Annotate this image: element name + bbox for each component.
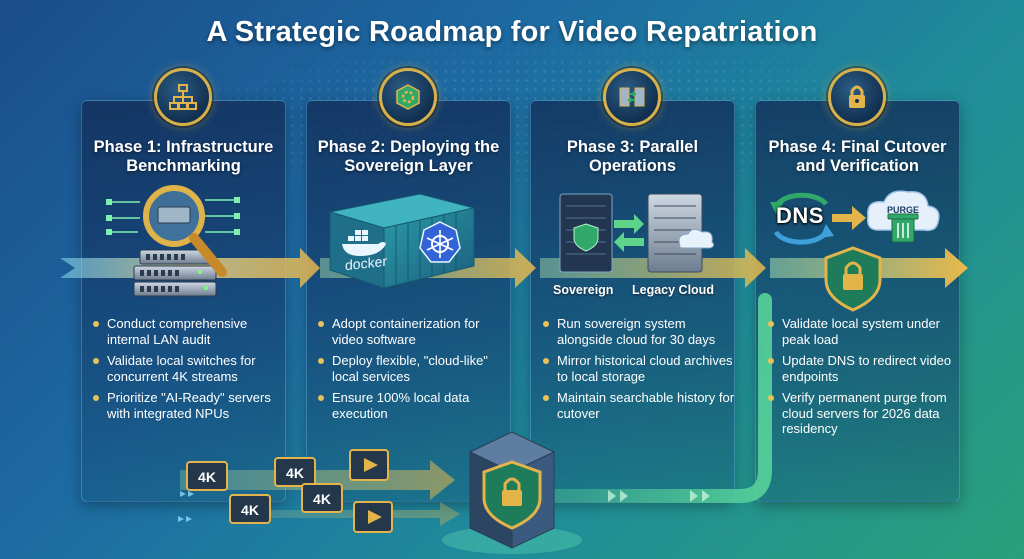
dns-label: DNS: [776, 203, 824, 228]
list-item: Mirror historical cloud archives to loca…: [543, 353, 735, 384]
list-item: Ensure 100% local data execution: [318, 390, 510, 421]
dns-redirect-icon: [770, 192, 866, 245]
purge-cloud-icon: [866, 190, 940, 243]
container-icon: [329, 193, 475, 289]
list-item: Validate local switches for concurrent 4…: [93, 353, 285, 384]
phase-3-title: Phase 3: Parallel Operations: [566, 138, 699, 175]
list-item: Adopt containerization for video softwar…: [318, 316, 510, 347]
cube-gear-icon: [379, 68, 437, 126]
docker-whale-icon: [342, 230, 386, 256]
phase-3-bullets: Run sovereign system alongside cloud for…: [543, 316, 735, 427]
magnifier-icon: [143, 185, 227, 277]
sovereign-label: Sovereign: [553, 283, 614, 297]
list-item: Conduct comprehensive internal LAN audit: [93, 316, 285, 347]
list-item: Verify permanent purge from cloud server…: [768, 390, 960, 437]
purge-label: PURGE: [887, 205, 920, 215]
phase-1-bullets: Conduct comprehensive internal LAN audit…: [93, 316, 285, 427]
kubernetes-icon: [419, 221, 461, 263]
network-switch-icon: [106, 197, 240, 297]
page-title: A Strategic Roadmap for Video Repatriati…: [206, 16, 818, 48]
phase-3-panel: [530, 100, 735, 502]
phase-2-bullets: Adopt containerization for video softwar…: [318, 316, 510, 427]
network-diagram-icon: [154, 68, 212, 126]
4k-label: 4K: [286, 465, 304, 481]
secure-server-icon: [442, 431, 582, 554]
list-item: Validate local system under peak load: [768, 316, 960, 347]
phase-4-bullets: Validate local system under peak load Up…: [768, 316, 960, 443]
security-shield-icon: [824, 246, 882, 312]
sync-servers-icon: [603, 68, 661, 126]
4k-label: 4K: [241, 502, 259, 518]
video-play-icons: [349, 449, 393, 533]
phase-4-title: Phase 4: Final Cutover and Verification: [768, 138, 947, 175]
list-item: Run sovereign system alongside cloud for…: [543, 316, 735, 347]
phase-1-panel: [81, 100, 286, 502]
list-item: Maintain searchable history for cutover: [543, 390, 735, 421]
list-item: Update DNS to redirect video endpoints: [768, 353, 960, 384]
phase-2-title: Phase 2: Deploying the Sovereign Layer: [317, 138, 500, 175]
list-item: Prioritize "AI-Ready" servers with integ…: [93, 390, 285, 421]
4k-label: 4K: [198, 469, 216, 485]
list-item: Deploy flexible, "cloud-like" local serv…: [318, 353, 510, 384]
sovereign-server-icon: [559, 193, 613, 273]
4k-label: 4K: [313, 491, 331, 507]
legacy-cloud-label: Legacy Cloud: [632, 283, 714, 297]
phase-1-title: Phase 1: Infrastructure Benchmarking: [93, 138, 274, 175]
sync-arrows-icon: [614, 214, 644, 252]
legacy-cloud-server-icon: [647, 193, 715, 273]
4k-stream-icons: [186, 457, 343, 524]
padlock-icon: [828, 68, 886, 126]
phase-2-panel: [306, 100, 511, 502]
